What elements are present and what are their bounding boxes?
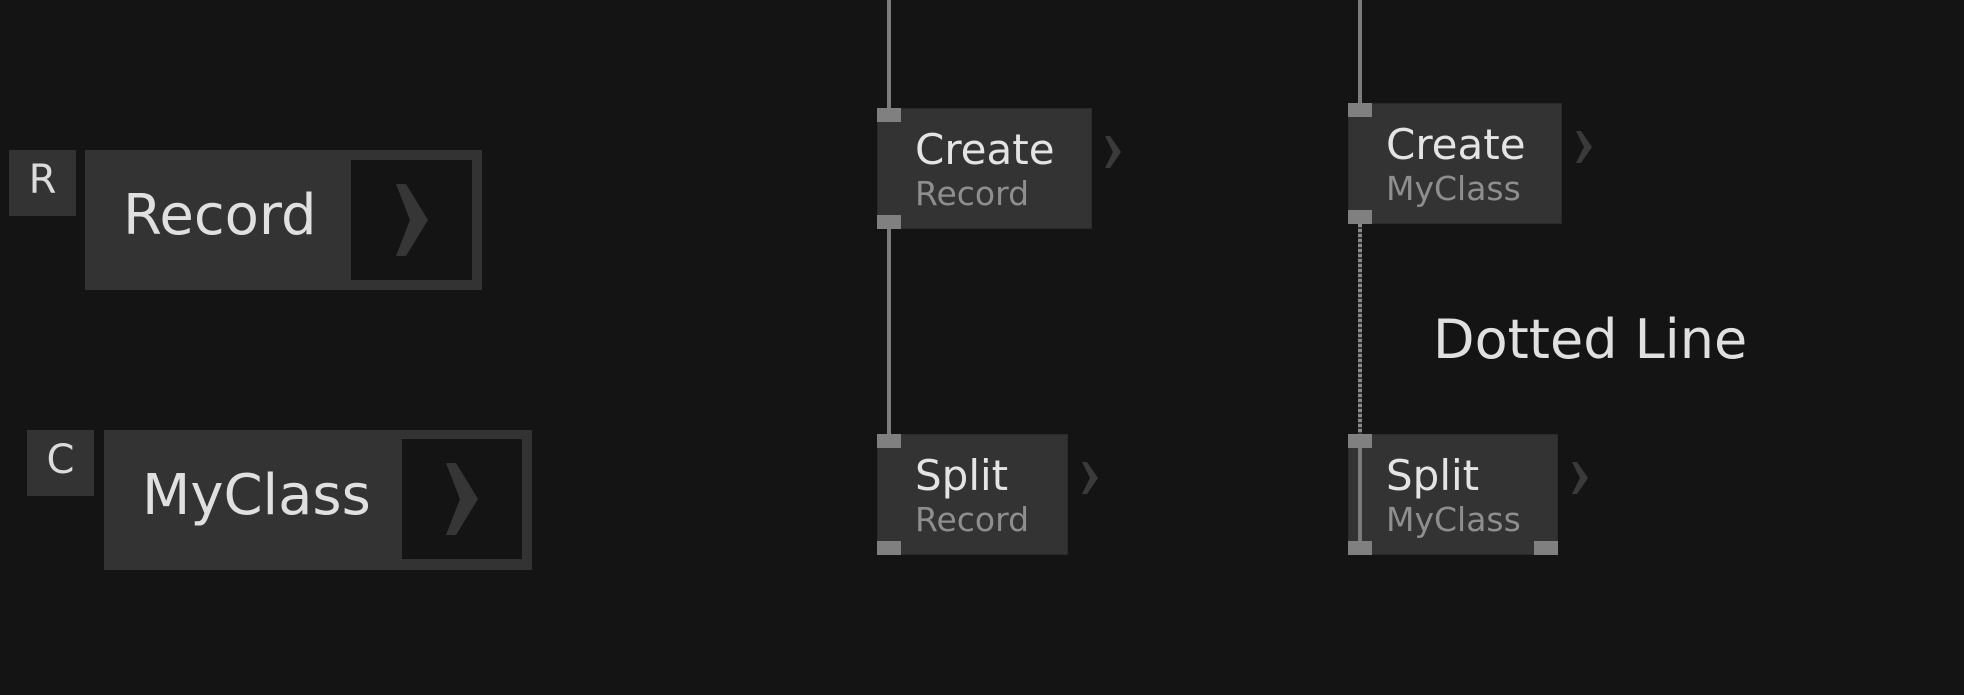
input-port[interactable] <box>1348 103 1372 117</box>
node-subtitle: MyClass <box>1386 169 1521 208</box>
chevron-right-icon[interactable] <box>1576 131 1592 163</box>
node-title: Create <box>915 125 1055 174</box>
chevron-right-icon <box>395 184 428 256</box>
output-port[interactable] <box>1348 210 1372 224</box>
node-subtitle: Record <box>915 500 1030 539</box>
record-type-badge: R <box>9 150 76 216</box>
chevron-right-icon[interactable] <box>1082 462 1098 494</box>
record-legend-label: Record <box>123 183 317 248</box>
class-type-badge: C <box>27 430 94 496</box>
output-port[interactable] <box>877 215 901 229</box>
wire-create-to-split-record <box>887 229 891 434</box>
chevron-right-icon[interactable] <box>1105 136 1121 168</box>
record-expand-button[interactable] <box>351 160 472 280</box>
wire-into-create-record <box>887 0 891 108</box>
class-expand-button[interactable] <box>402 439 522 559</box>
dotted-line-annotation: Dotted Line <box>1433 308 1748 371</box>
chevron-right-icon <box>446 463 478 535</box>
split-myclass-node[interactable]: Split MyClass <box>1348 434 1558 555</box>
input-port[interactable] <box>877 434 901 448</box>
output-port[interactable] <box>877 541 901 555</box>
create-record-node[interactable]: Create Record <box>877 108 1092 229</box>
node-subtitle: MyClass <box>1386 500 1521 539</box>
input-port[interactable] <box>877 108 901 122</box>
input-port[interactable] <box>1348 434 1372 448</box>
record-badge-letter: R <box>28 157 57 203</box>
output-port-right[interactable] <box>1534 541 1558 555</box>
node-subtitle: Record <box>915 174 1030 213</box>
node-title: Split <box>1386 451 1480 500</box>
class-legend-label: MyClass <box>142 463 371 528</box>
create-myclass-node[interactable]: Create MyClass <box>1348 103 1562 224</box>
record-legend-node[interactable]: Record <box>85 150 482 290</box>
internal-passthrough-wire <box>1358 448 1362 541</box>
output-port[interactable] <box>1348 541 1372 555</box>
chevron-right-icon[interactable] <box>1572 462 1588 494</box>
node-title: Create <box>1386 120 1526 169</box>
node-title: Split <box>915 451 1009 500</box>
dotted-wire-create-to-split-myclass <box>1358 224 1362 434</box>
split-record-node[interactable]: Split Record <box>877 434 1068 555</box>
class-badge-letter: C <box>46 437 75 483</box>
wire-into-create-myclass <box>1358 0 1362 103</box>
class-legend-node[interactable]: MyClass <box>104 430 532 570</box>
